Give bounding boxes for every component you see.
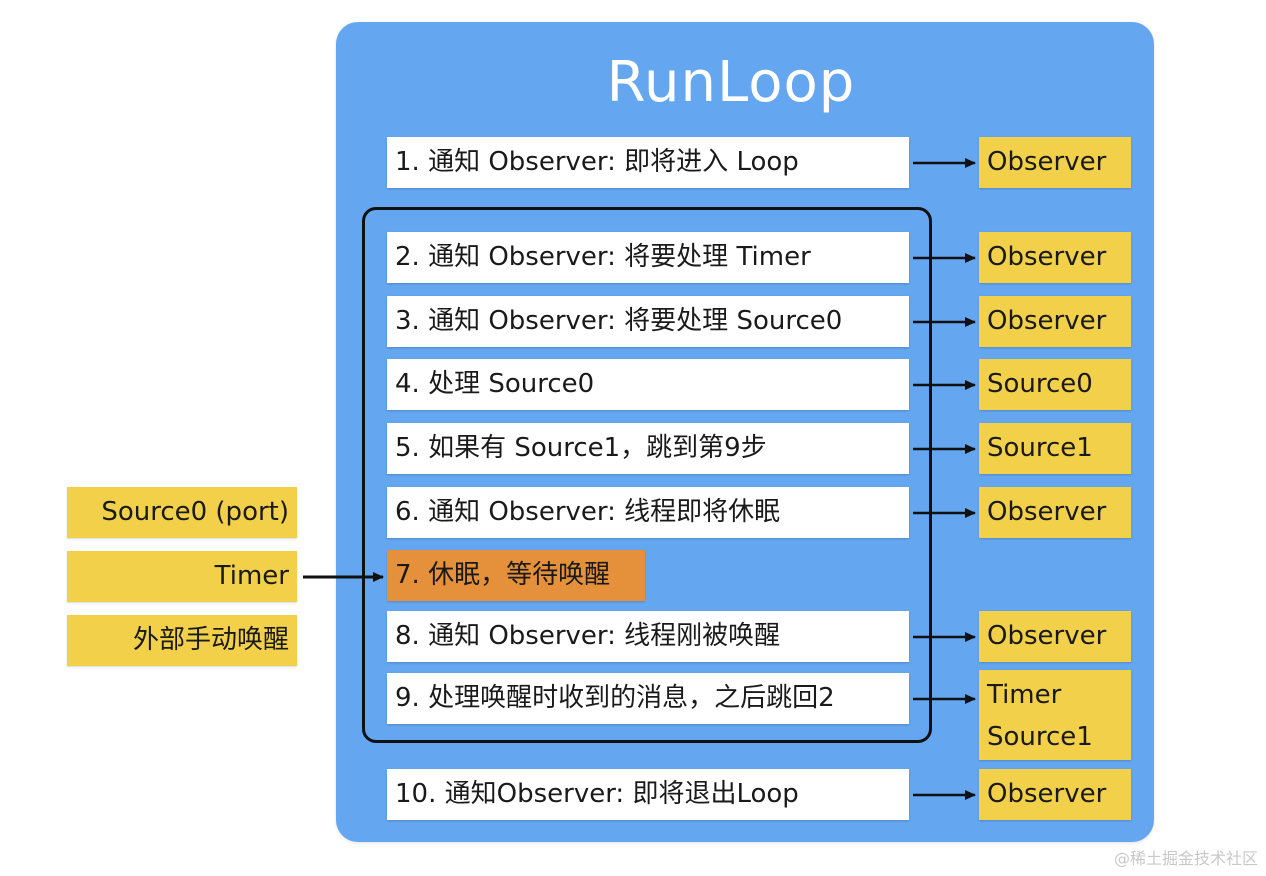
loop-boundary bbox=[362, 207, 932, 743]
output-step-1: Observer bbox=[979, 137, 1131, 188]
step-3: 3. 通知 Observer: 将要处理 Source0 bbox=[387, 296, 909, 347]
output-step-2: Observer bbox=[979, 232, 1131, 283]
wake-source-timer: Timer bbox=[67, 551, 297, 602]
output-step-9: Timer Source1 bbox=[979, 670, 1131, 760]
step-9: 9. 处理唤醒时收到的消息，之后跳回2 bbox=[387, 673, 909, 724]
step-1: 1. 通知 Observer: 即将进入 Loop bbox=[387, 137, 909, 188]
step-6: 6. 通知 Observer: 线程即将休眠 bbox=[387, 487, 909, 538]
watermark: @稀土掘金技术社区 bbox=[1113, 849, 1258, 868]
step-10: 10. 通知Observer: 即将退出Loop bbox=[387, 769, 909, 820]
step-8: 8. 通知 Observer: 线程刚被唤醒 bbox=[387, 611, 909, 662]
diagram-title: RunLoop bbox=[606, 50, 856, 115]
step-5: 5. 如果有 Source1，跳到第9步 bbox=[387, 423, 909, 474]
output-step-9-line-2: Source1 bbox=[987, 722, 1093, 752]
step-4: 4. 处理 Source0 bbox=[387, 359, 909, 410]
output-step-8: Observer bbox=[979, 611, 1131, 662]
output-step-10: Observer bbox=[979, 769, 1131, 820]
output-step-3: Observer bbox=[979, 296, 1131, 347]
wake-source-manual: 外部手动唤醒 bbox=[67, 615, 297, 666]
wake-source-port: Source0 (port) bbox=[67, 487, 297, 538]
step-7-sleep: 7. 休眠，等待唤醒 bbox=[387, 550, 645, 601]
output-step-9-line-1: Timer bbox=[987, 680, 1062, 710]
output-step-5: Source1 bbox=[979, 423, 1131, 474]
output-step-6: Observer bbox=[979, 487, 1131, 538]
step-2: 2. 通知 Observer: 将要处理 Timer bbox=[387, 232, 909, 283]
output-step-4: Source0 bbox=[979, 359, 1131, 410]
